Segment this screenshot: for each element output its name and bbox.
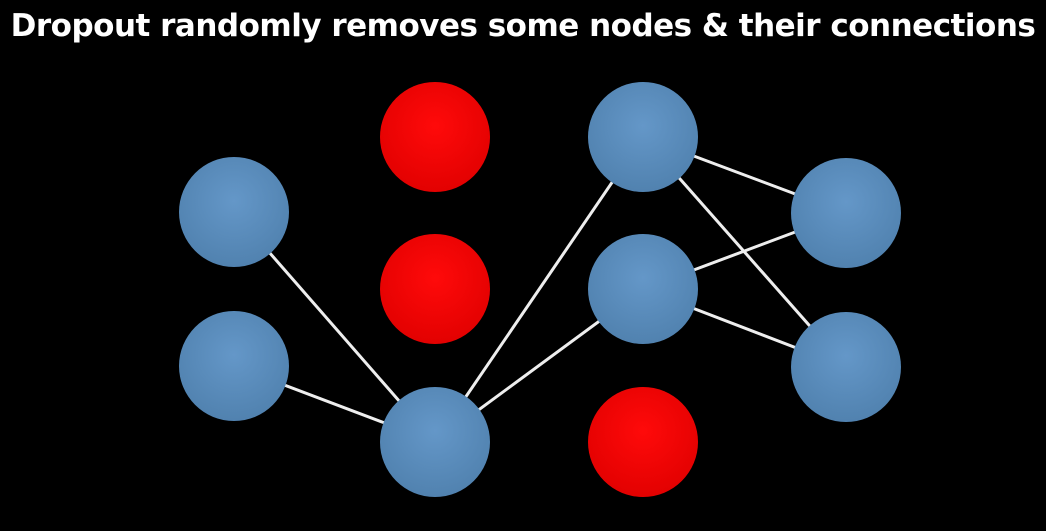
node-hidden1-3-active [380, 387, 490, 497]
node-output-1-active [791, 158, 901, 268]
connection-hidden1-3-to-hidden2-1 [433, 136, 645, 443]
node-hidden2-2-active [588, 234, 698, 344]
node-input-1-active [179, 157, 289, 267]
node-hidden1-1-dropped [380, 82, 490, 192]
connections-group [232, 135, 848, 444]
node-hidden2-1-active [588, 82, 698, 192]
node-output-2-active [791, 312, 901, 422]
page-title: Dropout randomly removes some nodes & th… [10, 8, 1036, 44]
nodes-group [179, 82, 901, 497]
node-hidden1-2-dropped [380, 234, 490, 344]
node-input-2-active [179, 311, 289, 421]
node-hidden2-3-dropped [588, 387, 698, 497]
